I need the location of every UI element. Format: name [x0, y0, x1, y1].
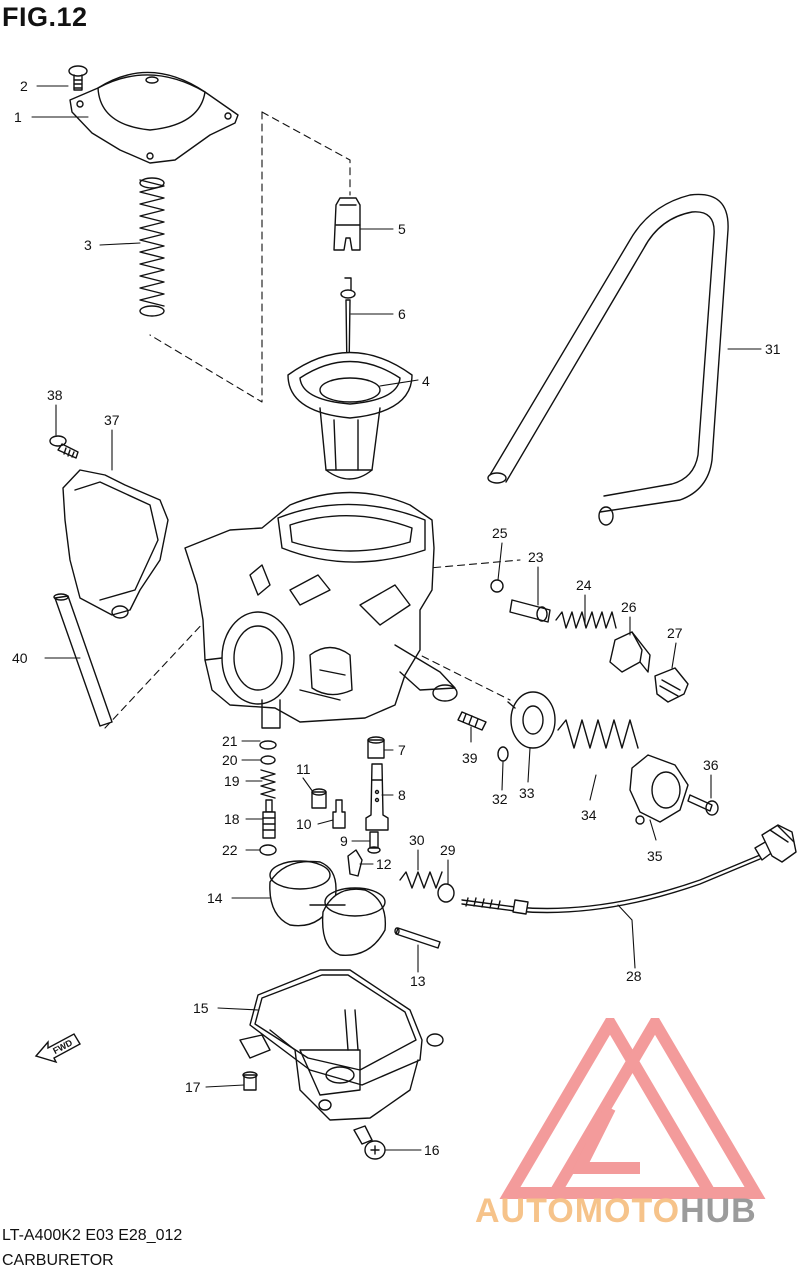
screw-part — [68, 65, 88, 91]
leader-lines — [31, 85, 762, 1151]
callout-22: 22 — [222, 842, 238, 858]
top-cap-part — [69, 71, 239, 164]
cover-screw-part — [49, 435, 79, 459]
callout-40: 40 — [12, 650, 28, 666]
callout-1: 1 — [14, 109, 22, 125]
clip-12-part — [347, 849, 363, 877]
callout-24: 24 — [576, 577, 592, 593]
forward-direction-badge: FWD — [34, 1030, 82, 1064]
carburetor-body — [184, 491, 458, 729]
float-chamber-part — [239, 969, 444, 1121]
callout-25: 25 — [492, 525, 508, 541]
jet-9-part — [367, 831, 381, 854]
callout-30: 30 — [409, 832, 425, 848]
spring-19-part — [260, 769, 276, 799]
o-ring-21-part — [259, 740, 277, 750]
jet-10-part — [332, 799, 346, 829]
float-pin-part — [394, 927, 441, 949]
forward-arrow-icon: FWD — [34, 1033, 81, 1064]
plunger-spring-part — [555, 611, 617, 629]
vent-hose-part — [487, 193, 729, 526]
washer-32-part — [497, 746, 509, 762]
diagram-name: CARBURETOR — [2, 1252, 114, 1269]
spring-30-part — [399, 871, 443, 889]
callout-19: 19 — [224, 773, 240, 789]
callout-labels: 1 2 3 4 5 6 7 8 9 10 11 12 13 14 15 16 1… — [12, 78, 781, 1158]
callout-32: 32 — [492, 791, 508, 807]
drain-screw-16-part — [353, 1125, 386, 1160]
callout-27: 27 — [667, 625, 683, 641]
callout-14: 14 — [207, 890, 223, 906]
callout-13: 13 — [410, 973, 426, 989]
callout-16: 16 — [424, 1142, 440, 1158]
needle-jet-8-part — [365, 763, 389, 831]
callout-33: 33 — [519, 785, 535, 801]
callout-2: 2 — [20, 78, 28, 94]
callout-17: 17 — [185, 1079, 201, 1095]
callout-7: 7 — [398, 742, 406, 758]
callout-10: 10 — [296, 816, 312, 832]
pilot-screw-18-part — [262, 799, 276, 839]
watermark-brand-part1: AUTOMOTO — [475, 1192, 681, 1230]
callout-23: 23 — [528, 549, 544, 565]
screw-17-part — [242, 1071, 258, 1091]
watermark-brand-part2: HUB — [680, 1192, 757, 1230]
needle-retainer-part — [333, 197, 361, 251]
float-part — [269, 860, 387, 956]
callout-28: 28 — [626, 968, 642, 984]
throttle-cable-part — [461, 824, 797, 915]
figure-title: FIG.12 — [2, 2, 88, 32]
watermark-brand: AUTOMOTOHUB — [475, 1192, 757, 1231]
callout-38: 38 — [47, 387, 63, 403]
washer-22-part — [259, 844, 277, 856]
callout-9: 9 — [340, 833, 348, 849]
spring-part — [139, 177, 165, 317]
callout-29: 29 — [440, 842, 456, 858]
washer-29-part — [437, 883, 455, 903]
diaphragm-cover-part — [629, 754, 689, 825]
pilot-screw-part — [457, 711, 487, 731]
callout-4: 4 — [422, 373, 430, 389]
callout-21: 21 — [222, 733, 238, 749]
callout-3: 3 — [84, 237, 92, 253]
plunger-part — [509, 599, 551, 623]
callout-5: 5 — [398, 221, 406, 237]
o-ring-part — [490, 579, 504, 593]
callout-37: 37 — [104, 412, 120, 428]
accelerator-diaphragm-part — [507, 691, 556, 749]
diaphragm-piston-part — [287, 351, 413, 480]
needle-jet-7-part — [367, 736, 385, 759]
callout-26: 26 — [621, 599, 637, 615]
side-cover-part — [62, 469, 169, 619]
callout-18: 18 — [224, 811, 240, 827]
washer-20-part — [260, 755, 276, 765]
callout-36: 36 — [703, 757, 719, 773]
plunger-nut-part — [609, 631, 651, 673]
callout-11: 11 — [296, 761, 311, 777]
automotohub-triangle-logo — [499, 1018, 766, 1199]
callout-31: 31 — [765, 341, 781, 357]
plunger-cap-part — [654, 667, 689, 703]
callout-20: 20 — [222, 752, 238, 768]
callout-35: 35 — [647, 848, 663, 864]
callout-8: 8 — [398, 787, 406, 803]
callout-12: 12 — [376, 856, 392, 872]
callout-34: 34 — [581, 807, 597, 823]
jet-11-part — [311, 788, 327, 809]
diaphragm-spring-part — [557, 719, 639, 749]
callout-39: 39 — [462, 750, 478, 766]
callout-6: 6 — [398, 306, 406, 322]
rod-part — [53, 593, 113, 727]
callout-15: 15 — [193, 1000, 209, 1016]
cover-screw-36-part — [687, 794, 719, 816]
diagram-code: LT-A400K2 E03 E28_012 — [2, 1227, 183, 1244]
